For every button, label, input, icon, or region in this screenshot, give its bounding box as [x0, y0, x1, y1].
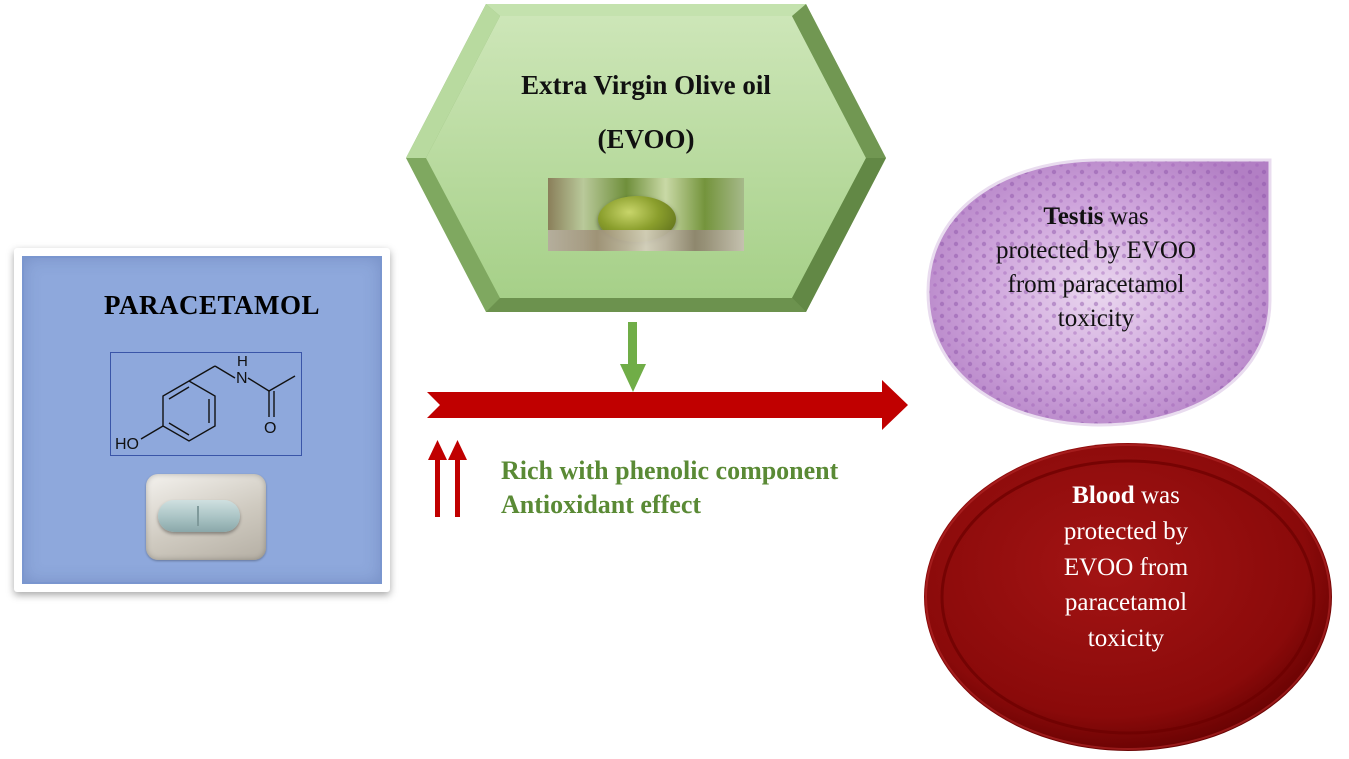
oxygen-label: O — [264, 420, 276, 437]
testis-text: Testis was protected by EVOO from parace… — [960, 200, 1232, 336]
testis-line3: from paracetamol — [1007, 271, 1185, 298]
evoo-title-line2: (EVOO) — [597, 124, 695, 154]
property-antioxidant: Antioxidant effect — [501, 490, 702, 519]
hydrogen-label: H — [237, 353, 248, 370]
nitrogen-label: N — [236, 370, 248, 387]
testis-bold: Testis — [1043, 203, 1104, 230]
blood-line3: EVOO from — [1063, 553, 1189, 581]
property-phenolic: Rich with phenolic component — [501, 456, 839, 485]
blood-line2: protected by — [1063, 517, 1189, 545]
green-down-arrow — [620, 322, 646, 392]
evoo-hexagon — [406, 4, 886, 312]
paracetamol-structure: N H O HO — [110, 352, 302, 456]
blood-line1-rest: was — [1134, 482, 1180, 509]
pill-score-line — [197, 506, 199, 526]
paracetamol-title: PARACETAMOL — [104, 290, 320, 320]
blood-shape — [924, 443, 1332, 751]
blood-line4: paracetamol — [1064, 589, 1188, 617]
main-red-arrow — [427, 380, 908, 430]
hydroxyl-label: HO — [115, 436, 139, 453]
blood-line5: toxicity — [1087, 625, 1165, 652]
testis-line2: protected by EVOO — [996, 237, 1196, 264]
molecule-diagram: N H O HO — [115, 353, 296, 453]
testis-shape — [926, 158, 1272, 427]
olive-photo-strip — [548, 230, 744, 251]
pill-icon — [158, 500, 240, 532]
blood-text: Blood was protected by EVOO from paracet… — [1000, 478, 1252, 657]
evoo-title-line1: Extra Virgin Olive oil — [521, 70, 771, 100]
double-up-arrows — [428, 440, 467, 517]
testis-line1-rest: was — [1103, 203, 1149, 230]
blood-bold: Blood — [1072, 482, 1135, 509]
testis-line4: toxicity — [1057, 305, 1135, 332]
